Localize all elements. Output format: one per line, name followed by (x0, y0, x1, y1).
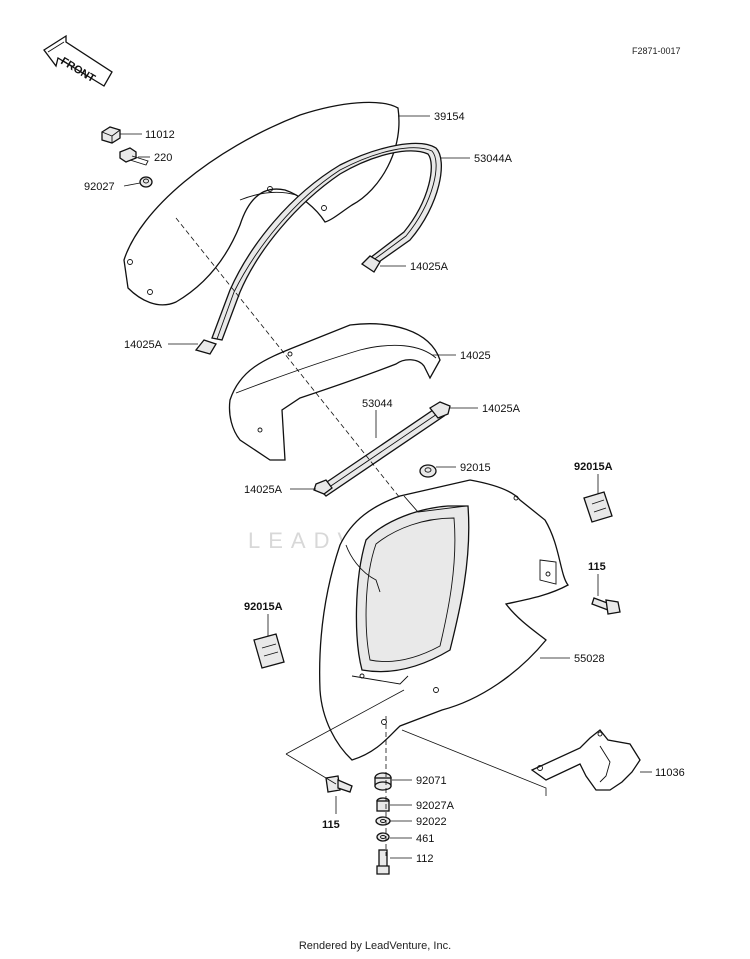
callout-14025A-mid: 14025A (482, 403, 521, 415)
bracket-11036 (530, 729, 641, 791)
callout-53044A: 53044A (474, 153, 513, 165)
headlight-cover (228, 323, 441, 461)
clip-92015A-right (583, 491, 613, 523)
callout-92027A: 92027A (416, 800, 455, 812)
trim-end-cap-left (194, 339, 217, 355)
nut-11012 (101, 126, 121, 144)
bolt-115-right (591, 597, 621, 615)
callout-11036: 11036 (655, 767, 685, 779)
callout-55028: 55028 (574, 653, 605, 665)
clip-nut-92015 (419, 464, 437, 478)
trim-53044A (211, 142, 442, 341)
clip-92015A-left (253, 633, 285, 669)
callout-461: 461 (416, 833, 434, 845)
callout-115-right: 115 (588, 561, 606, 573)
callout-53044: 53044 (362, 398, 393, 410)
trim-end-cap-mid (429, 401, 451, 419)
windshield (123, 101, 400, 306)
centerline-1 (175, 217, 401, 499)
bolt-112 (376, 849, 390, 875)
callout-14025A-top: 14025A (410, 261, 449, 273)
callout-92022: 92022 (416, 816, 447, 828)
leader-92027 (123, 182, 141, 187)
callout-92015A-left: 92015A (244, 601, 283, 613)
trim-end-cap-top (360, 255, 381, 273)
bolt-115-bottom (325, 775, 353, 793)
callout-14025: 14025 (460, 350, 491, 362)
callout-14025A-low: 14025A (244, 484, 283, 496)
callout-115-bottom: 115 (322, 819, 340, 831)
front-arrow-icon: FRONT (43, 34, 113, 87)
callout-14025A-left: 14025A (124, 339, 163, 351)
footer-credit: Rendered by LeadVenture, Inc. (298, 940, 452, 952)
callout-11012: 11012 (145, 129, 175, 141)
callout-112: 112 (416, 853, 434, 865)
figure-ref: F2871-0017 (632, 46, 681, 56)
assembly-line-bracket (401, 729, 547, 796)
callout-92071: 92071 (416, 775, 447, 787)
screw-220 (119, 147, 149, 166)
grommet-92071 (374, 772, 392, 791)
callout-220: 220 (154, 152, 172, 164)
collar-92027A (376, 797, 390, 812)
callout-92015: 92015 (460, 462, 491, 474)
fairing (319, 479, 569, 761)
callout-92015A-right: 92015A (574, 461, 613, 473)
washer-461 (376, 832, 390, 842)
callout-92027: 92027 (84, 181, 115, 193)
trim-53044 (316, 407, 446, 497)
assembly-line-bolt (285, 753, 337, 785)
washer-92022 (375, 816, 391, 826)
grommet-92027 (139, 176, 153, 188)
callout-39154: 39154 (434, 111, 465, 123)
assembly-line-fairing (285, 689, 405, 755)
